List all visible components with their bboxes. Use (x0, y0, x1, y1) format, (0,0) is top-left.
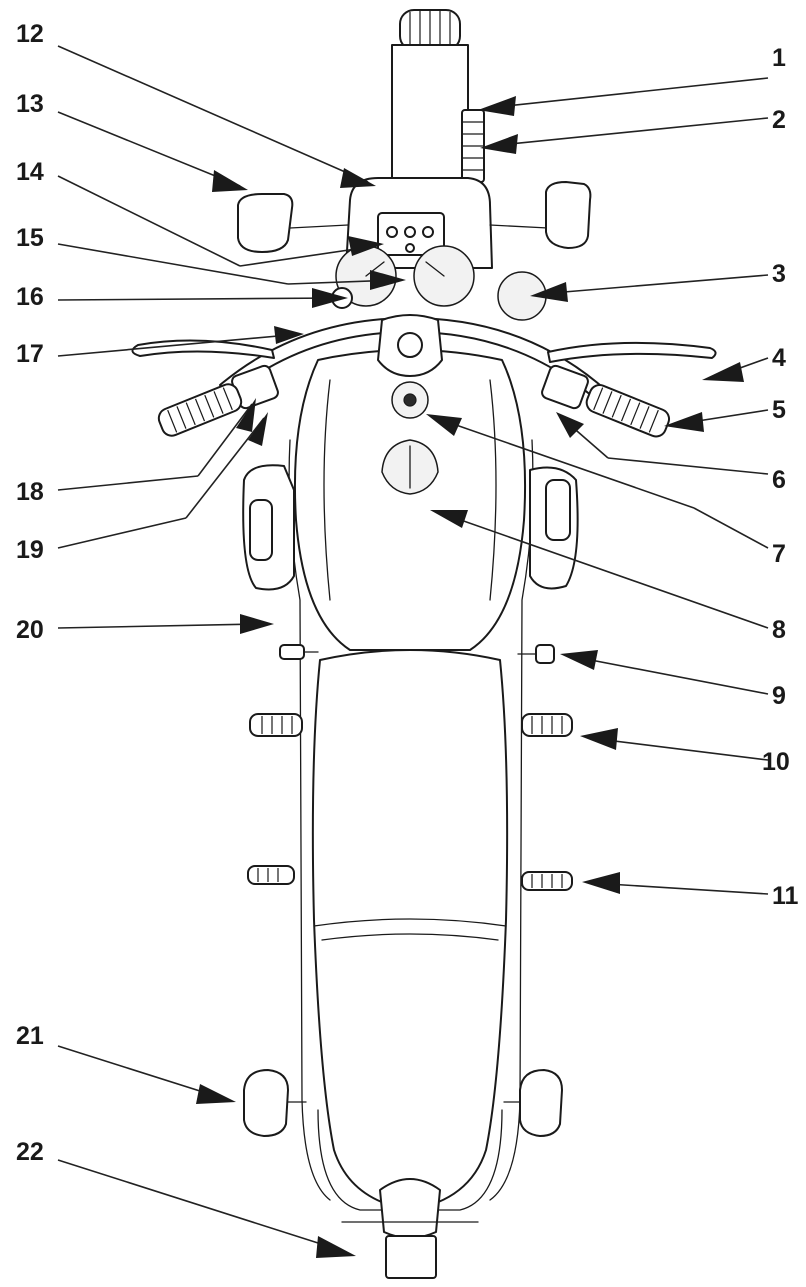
callout-19: 19 (16, 536, 44, 564)
right-rider-footpeg (522, 714, 572, 736)
left-passenger-footpeg (248, 866, 294, 884)
callout-12: 12 (16, 20, 44, 48)
seat (313, 650, 507, 1210)
arrowhead-21 (196, 1084, 236, 1104)
arrowhead-20 (240, 614, 274, 634)
callout-18: 18 (16, 478, 44, 506)
right-grip (584, 382, 672, 439)
left-shift-lever (280, 645, 318, 659)
callout-6: 6 (772, 466, 786, 494)
callout-8: 8 (772, 616, 786, 644)
callout-16: 16 (16, 283, 44, 311)
front-fender (392, 45, 468, 195)
fork-spring (462, 110, 484, 182)
callout-11: 11 (772, 882, 799, 910)
arrowhead-9 (560, 650, 598, 670)
tail-light (380, 1179, 440, 1238)
callout-5: 5 (772, 396, 786, 424)
callout-9: 9 (772, 682, 786, 710)
arrowhead-13 (212, 170, 248, 192)
right-mirror (546, 182, 590, 248)
right-rear-turn-signal (520, 1070, 562, 1136)
callout-17: 17 (16, 340, 44, 368)
callout-20: 20 (16, 616, 44, 644)
callout-21: 21 (16, 1022, 44, 1050)
motorcycle-illustration (132, 10, 715, 1278)
arrowhead-4 (702, 362, 744, 382)
arrowhead-22 (316, 1236, 356, 1258)
callout-7: 7 (772, 540, 786, 568)
front-brake-lever (548, 343, 716, 362)
callout-4: 4 (772, 344, 786, 372)
rear-brake-pedal (518, 645, 554, 663)
callout-1: 1 (772, 44, 786, 72)
left-rider-footpeg (250, 714, 302, 736)
arrowhead-2 (480, 134, 518, 154)
callout-14: 14 (16, 158, 44, 186)
arrowhead-11 (582, 872, 620, 894)
right-passenger-footpeg (522, 872, 572, 890)
callout-13: 13 (16, 90, 44, 118)
arrowhead-10 (580, 728, 618, 750)
callout-2: 2 (772, 106, 786, 134)
left-grip (156, 381, 244, 438)
left-mirror (238, 194, 292, 252)
left-rear-turn-signal (244, 1070, 288, 1136)
arrowhead-5 (664, 412, 704, 432)
callout-10: 10 (762, 748, 790, 776)
callout-3: 3 (772, 260, 786, 288)
callout-22: 22 (16, 1138, 44, 1166)
license-plate-bracket (386, 1236, 436, 1278)
callout-15: 15 (16, 224, 44, 252)
